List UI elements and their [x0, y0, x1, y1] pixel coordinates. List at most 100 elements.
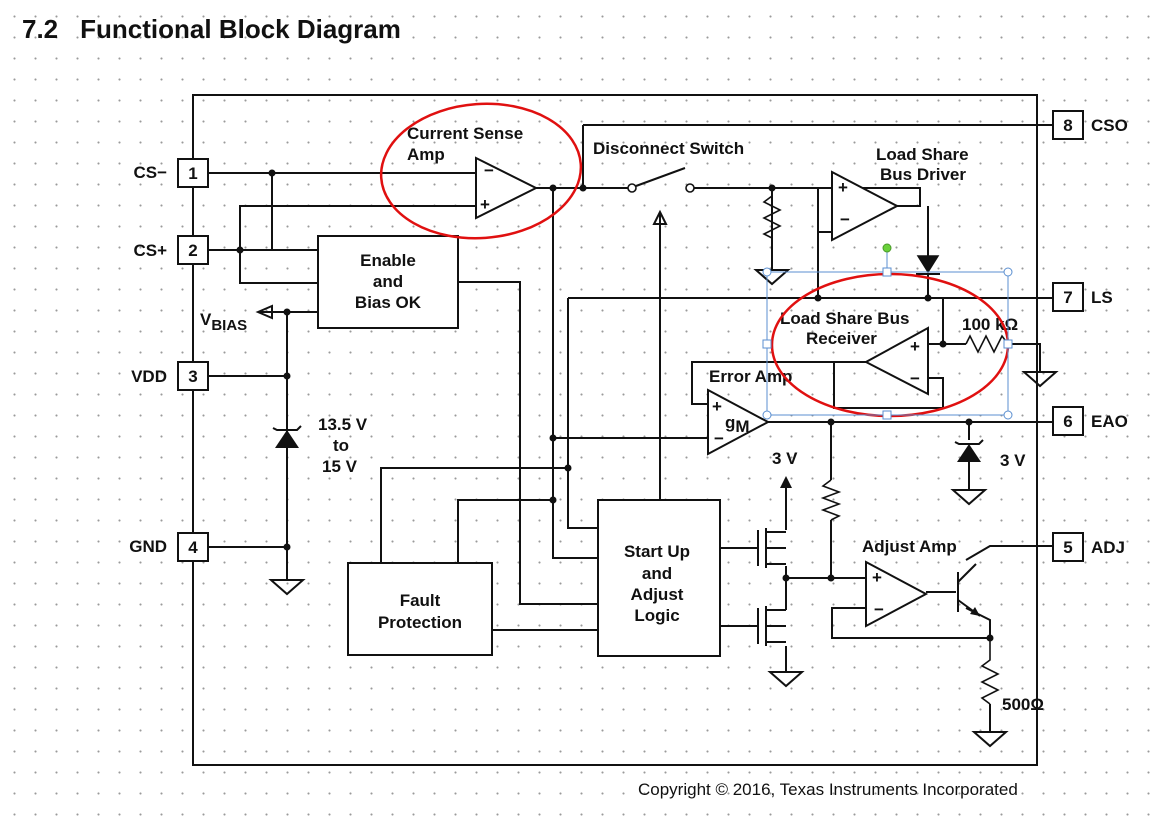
- adjust-amp-label: Adjust Amp: [862, 537, 957, 556]
- current-sense-amp-minus: −: [484, 161, 494, 180]
- load-share-bus-driver-label-1: Load Share: [876, 145, 969, 164]
- pin-4-number: 4: [188, 538, 198, 557]
- pin-7-name: LS: [1091, 288, 1113, 307]
- zener-voltage-3: 15 V: [322, 457, 358, 476]
- pin-5[interactable]: 5: [1052, 532, 1084, 562]
- adjust-amp-plus: +: [872, 568, 882, 587]
- disconnect-switch-label: Disconnect Switch: [593, 139, 744, 158]
- mosfet-upper: [757, 528, 786, 568]
- pin-2-name: CS+: [133, 241, 167, 260]
- receiver-ground-symbol: [1021, 371, 1059, 388]
- adjust-amp-minus: −: [874, 600, 884, 619]
- logic-label-1: Start Up: [624, 542, 690, 561]
- pin-8-name: CSO: [1091, 116, 1128, 135]
- load-share-bus-receiver-label-2: Receiver: [806, 329, 877, 348]
- vbias-label: VBIAS: [200, 310, 247, 334]
- pin-8[interactable]: 8: [1052, 110, 1084, 140]
- gnd-ground-symbol: [268, 579, 306, 596]
- section-title: Functional Block Diagram: [80, 14, 401, 44]
- enable-label-3: Bias OK: [355, 293, 422, 312]
- pin-3-number: 3: [188, 367, 197, 386]
- logic-label-2: and: [642, 564, 672, 583]
- receiver-minus: −: [910, 369, 920, 388]
- load-share-bus-receiver-label-1: Load Share Bus: [780, 309, 909, 328]
- receiver-plus: +: [910, 337, 920, 356]
- selection-box[interactable]: [762, 243, 1013, 420]
- logic-label-3: Adjust: [631, 585, 684, 604]
- pin-1-number: 1: [188, 164, 197, 183]
- annotation-circle-current-sense-amp: [379, 102, 583, 240]
- eao-zener-voltage: 3 V: [1000, 451, 1026, 470]
- junction-dots: [236, 169, 994, 642]
- driver-diode: [916, 255, 940, 275]
- fault-label-1: Fault: [400, 591, 441, 610]
- enable-label-1: Enable: [360, 251, 416, 270]
- pin-2-number: 2: [188, 241, 197, 260]
- current-sense-amp-label-1: Current Sense: [407, 124, 523, 143]
- error-amp: + − gM: [707, 388, 771, 456]
- vbias-v: V: [200, 310, 212, 329]
- pin-5-number: 5: [1063, 538, 1072, 557]
- gm-label: gM: [725, 413, 750, 436]
- logic-ground-symbol: [767, 671, 805, 688]
- pin-1-name: CS−: [133, 163, 167, 182]
- adjust-amp: + −: [865, 560, 929, 628]
- zener-diode-vdd: [272, 425, 302, 448]
- enable-label-2: and: [373, 272, 403, 291]
- transistor-supply-label: 3 V: [772, 449, 798, 468]
- resize-handle-s[interactable]: [882, 410, 892, 420]
- supply-arrow: [780, 476, 792, 500]
- enable-bias-ok-block: Enable and Bias OK: [317, 235, 459, 329]
- pin-7-number: 7: [1063, 288, 1072, 307]
- pin-3[interactable]: 3: [177, 361, 209, 391]
- resize-handle-sw[interactable]: [762, 410, 772, 420]
- adj-ground-symbol: [971, 731, 1009, 748]
- zener-voltage-2: to: [333, 436, 349, 455]
- error-amp-minus: −: [714, 429, 724, 448]
- load-share-bus-receiver: + −: [863, 326, 929, 396]
- resistor-100k: [965, 334, 1009, 354]
- resize-handle-nw[interactable]: [762, 267, 772, 277]
- current-sense-amp-plus: +: [480, 195, 490, 214]
- rotate-handle[interactable]: [882, 243, 892, 253]
- resistor-500: [980, 640, 1000, 705]
- resize-handle-e[interactable]: [1003, 339, 1013, 349]
- zener-voltage-1: 13.5 V: [318, 415, 368, 434]
- zener-diode-eao: [950, 439, 988, 506]
- pin-4[interactable]: 4: [177, 532, 209, 562]
- pin-5-name: ADJ: [1091, 538, 1125, 557]
- fault-protection-block: Fault Protection: [347, 562, 493, 656]
- section-number: 7.2: [22, 14, 59, 44]
- adjust-transistor: [957, 563, 981, 617]
- resize-handle-n[interactable]: [882, 267, 892, 277]
- logic-label-4: Logic: [634, 606, 679, 625]
- vbias-sub: BIAS: [211, 317, 247, 334]
- pin-7[interactable]: 7: [1052, 282, 1084, 312]
- current-sense-amp-label-2: Amp: [407, 145, 445, 164]
- resistor-100k-label: 100 kΩ: [962, 315, 1018, 334]
- resize-handle-ne[interactable]: [1003, 267, 1013, 277]
- pin-6-number: 6: [1063, 412, 1072, 431]
- pin-6[interactable]: 6: [1052, 406, 1084, 436]
- bus-driver-minus: −: [840, 210, 850, 229]
- resize-handle-w[interactable]: [762, 339, 772, 349]
- load-share-bus-driver-label-2: Bus Driver: [880, 165, 966, 184]
- pin-4-name: GND: [129, 537, 167, 556]
- error-amp-plus: +: [712, 397, 722, 416]
- disconnect-switch: [627, 183, 695, 193]
- mosfet-lower: [757, 606, 786, 646]
- pin-8-number: 8: [1063, 116, 1072, 135]
- pin-1[interactable]: 1: [177, 158, 209, 188]
- section-heading: 7.2 Functional Block Diagram: [22, 14, 401, 45]
- resistor-eao-divider: [820, 479, 842, 521]
- switch-pulldown-resistor: [753, 195, 791, 286]
- current-sense-amp: − +: [475, 156, 539, 220]
- pin-3-name: VDD: [131, 367, 167, 386]
- bus-driver-plus: +: [838, 178, 848, 197]
- resistor-500-label: 500Ω: [1002, 695, 1044, 714]
- resize-handle-se[interactable]: [1003, 410, 1013, 420]
- start-up-adjust-logic-block: Start Up and Adjust Logic: [597, 499, 721, 657]
- load-share-bus-driver: + −: [831, 170, 900, 242]
- pin-2[interactable]: 2: [177, 235, 209, 265]
